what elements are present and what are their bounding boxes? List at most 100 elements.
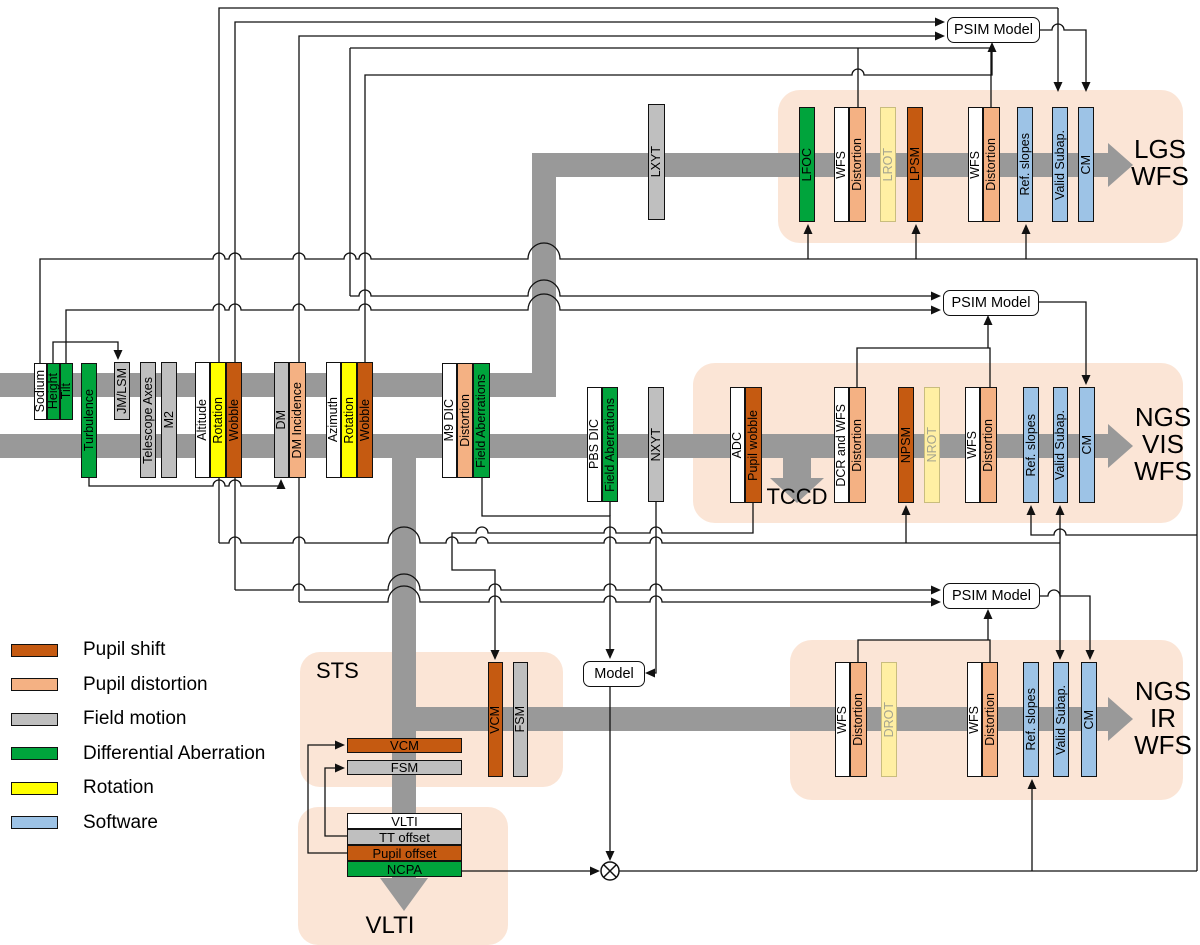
bar-label: Sodium [33,370,48,413]
bar-label: Wobble [226,398,241,442]
bar-label: M9 DIC [442,399,457,442]
bar-telescope-axes: Telescope Axes [140,362,156,478]
bar-field-aberrations: Field Aberrations [473,363,490,478]
bar-label: Field Aberrations [474,373,489,468]
label-line: NGS [1134,402,1192,432]
label-line: IR [1150,703,1176,733]
legend-item-field-motion: Field motion [11,702,265,737]
bar-distortion: Distortion [849,107,866,222]
label-line: NGS [1134,676,1192,706]
label-vlti: VLTI [365,912,415,939]
legend-swatch [11,643,58,657]
label-line: LGS [1133,134,1187,164]
bar-vlti: VLTI [347,813,462,829]
legend-label: Rotation [83,777,154,799]
bar-label: Valid Subap. [1052,129,1067,200]
bar-tilt: Tilt [59,363,73,420]
bar-distortion: Distortion [980,387,997,503]
bar-label: Turbulence [81,389,96,452]
legend-swatch [11,747,58,761]
bar-label: Distortion [984,138,999,191]
bar-drot: DROT [881,662,897,777]
psim-model-label: PSIM Model [952,588,1031,604]
label-ngs-vis-wfs: NGS VIS WFS [1113,404,1200,485]
bar-label: JM/LSM [114,368,129,414]
bar-azimuth: Azimuth [326,362,341,478]
bar-valid-subap: Valid Subap. [1053,387,1068,503]
label-line: WFS [1134,730,1192,760]
legend-swatch [11,781,58,795]
bar-wobble: Wobble [357,362,373,478]
bar-tt-offset: TT offset [347,829,462,845]
label-sts: STS [316,658,359,683]
bar-label: TT offset [379,829,430,845]
bar-label: WFS [965,431,980,459]
bar-wfs: WFS [965,387,980,503]
bar-label: FSM [390,760,419,775]
bar-label: NROT [924,427,939,463]
bar-label: CM [1078,154,1093,175]
bar-valid-subap: Valid Subap. [1052,107,1068,222]
bar-label: DM [274,410,289,430]
bar-altitude: Altitude [195,362,210,478]
bar-label: Distortion [851,693,866,746]
bar-label: Distortion [982,693,997,746]
bar-distortion: Distortion [457,363,473,478]
bar-distortion: Distortion [849,387,866,503]
bar-label: M2 [161,411,176,429]
legend-item-software: Software [11,806,265,841]
bar-nrot: NROT [924,387,940,503]
bar-ref-slopes: Ref. slopes [1017,107,1033,222]
legend-item-differential-aberration: Differential Aberration [11,737,265,772]
bar-label: NPSM [898,426,913,464]
psim-model-label: PSIM Model [954,22,1033,38]
bar-dm: DM [274,362,289,478]
legend-swatch [11,678,58,692]
bar-wfs: WFS [834,107,849,222]
model-label: Model [594,666,634,682]
bar-rotation: Rotation [210,362,226,478]
bar-label: WFS [967,705,982,734]
bar-pbs-dic: PBS DIC [587,387,602,502]
psim-model-box-ngs-vis: PSIM Model [943,290,1039,316]
bar-label: NXYT [648,427,663,462]
bar-wfs: WFS [968,107,983,222]
psim-model-box-lgs: PSIM Model [947,17,1040,43]
legend-item-pupil-distortion: Pupil distortion [11,668,265,703]
legend-label: Software [83,811,158,833]
legend-item-pupil-shift: Pupil shift [11,633,265,668]
bar-label: Pupil wobble [746,409,761,481]
label-line: WFS [1134,456,1192,486]
bar-npsm: NPSM [898,387,914,503]
legend-label: Differential Aberration [83,742,266,764]
legend-label: Pupil shift [83,639,166,661]
bar-wfs: WFS [835,662,850,777]
bar-distortion: Distortion [982,662,998,777]
bar-label: VLTI [391,813,418,829]
bar-ref-slopes: Ref. slopes [1023,662,1039,777]
bar-vcm: VCM [347,738,462,753]
label-line: WFS [1131,161,1189,191]
bar-valid-subap: Valid Subap. [1053,662,1069,777]
bar-label: Rotation [341,396,356,444]
label-ngs-ir-wfs: NGS IR WFS [1113,678,1200,759]
bar-label: Height [46,373,61,410]
bar-m9-dic: M9 DIC [442,363,457,478]
legend-item-rotation: Rotation [11,771,265,806]
bar-height: Height [46,363,61,420]
bar-cm: CM [1078,107,1094,222]
legend-swatch [11,816,58,830]
bar-label: FSM [513,706,528,733]
bar-lpsm: LPSM [907,107,923,222]
bar-label: Valid Subap. [1053,684,1068,755]
bar-label: Distortion [850,418,865,472]
bar-rotation: Rotation [341,362,357,478]
label-line: VIS [1142,429,1184,459]
bar-lfoc: LFOC [799,107,815,222]
bar-label: LFOC [799,147,814,182]
bar-wobble: Wobble [226,362,242,478]
bar-cm: CM [1081,662,1097,777]
bar-adc: ADC [730,387,745,503]
bar-label: Rotation [210,396,225,444]
